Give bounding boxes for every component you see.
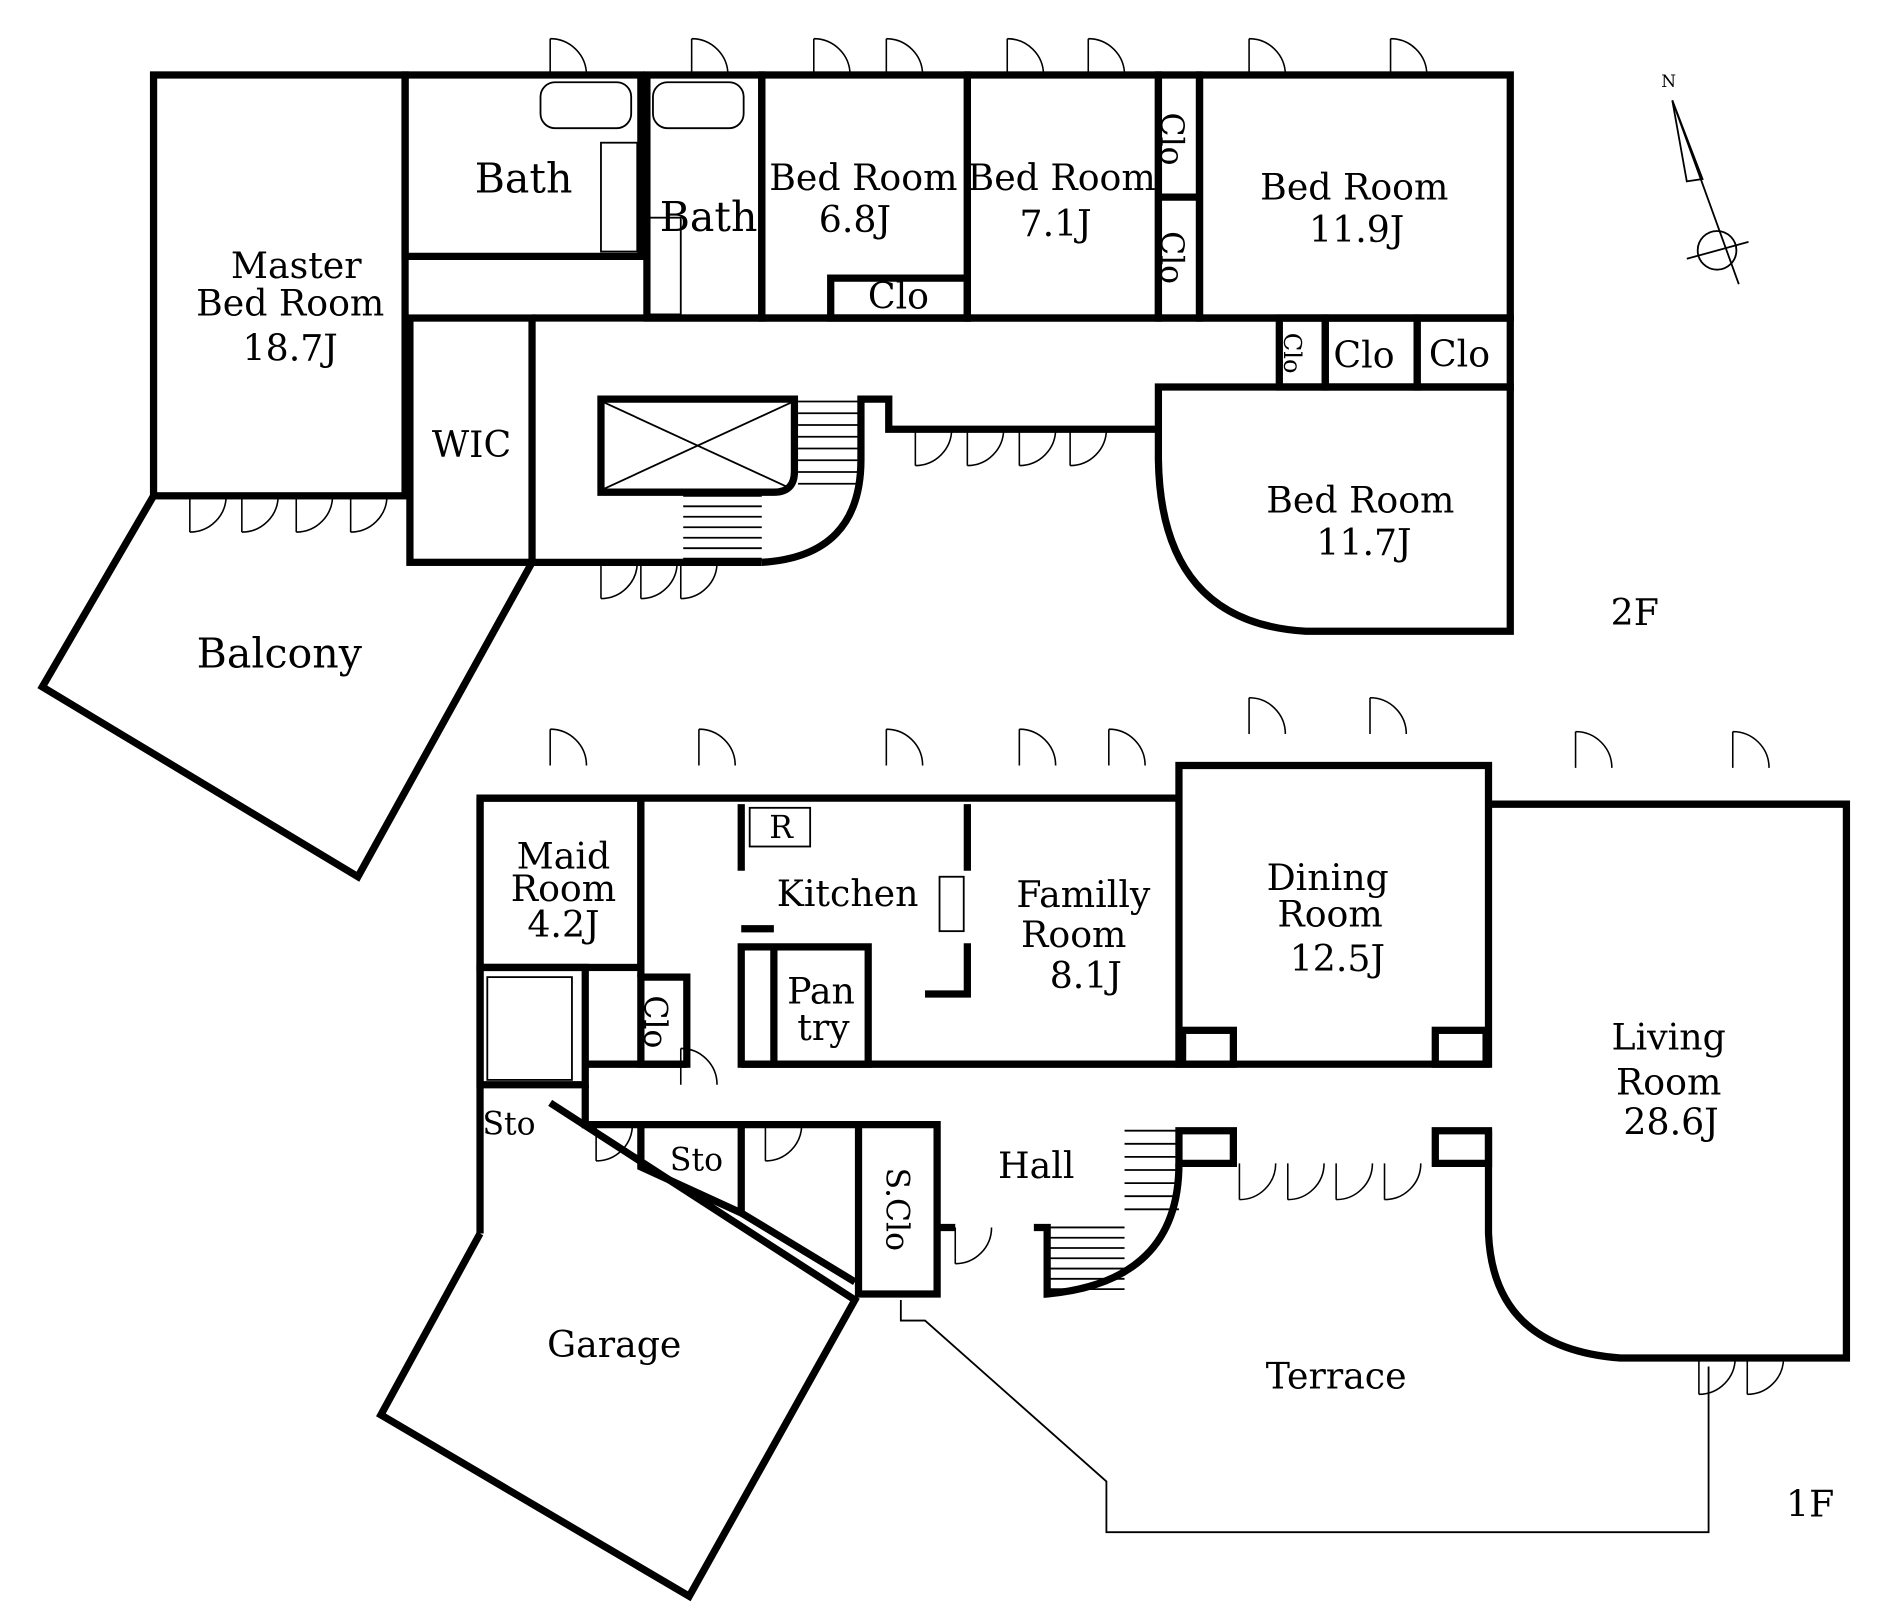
- balcony-label: Balcony: [197, 630, 363, 678]
- door-swing: [1087, 37, 1126, 75]
- sto1-label: Sto: [483, 1106, 536, 1142]
- kitchen-label: Kitchen: [777, 872, 919, 915]
- bath2-label: Bath: [660, 193, 758, 241]
- door-swing: [1108, 728, 1146, 766]
- door-swing: [954, 1227, 993, 1265]
- door-swing: [1018, 728, 1057, 766]
- bath1-label: Bath: [475, 154, 573, 202]
- door-swing: [966, 429, 1005, 467]
- compass-north-label: N: [1661, 71, 1676, 91]
- family-line1: Familly: [1016, 873, 1151, 916]
- clo3-label: Clo: [1153, 231, 1189, 284]
- fridge-label: R: [769, 810, 794, 846]
- door-swing: [1248, 37, 1287, 75]
- bed3-name: Bed Room: [1260, 166, 1448, 209]
- maid-line1: Maid: [517, 834, 611, 877]
- door-swing: [349, 495, 388, 533]
- clo2-label: Clo: [1153, 113, 1189, 166]
- north-compass: N: [1661, 71, 1749, 285]
- door-swing: [241, 495, 279, 533]
- clo4-label: Clo: [1278, 333, 1306, 374]
- door-swing: [885, 728, 924, 766]
- floor-label-1f: 1F: [1786, 1482, 1834, 1525]
- door-swing: [640, 562, 678, 600]
- door-swing: [690, 37, 729, 75]
- door-swing: [1006, 37, 1045, 75]
- clo6-label: Clo: [1429, 332, 1490, 375]
- door-swing: [1069, 429, 1108, 467]
- door-swing: [549, 728, 588, 766]
- door-swing: [600, 562, 639, 600]
- door-swing: [679, 1047, 718, 1085]
- family-line2: Room: [1021, 913, 1126, 956]
- door-swing: [1574, 730, 1613, 768]
- door-swing: [1698, 1358, 1736, 1396]
- door-swing: [295, 495, 334, 533]
- staircase-1f: [1049, 1129, 1179, 1291]
- bed2-name: Bed Room: [968, 156, 1156, 199]
- door-swing: [1389, 37, 1428, 75]
- family-size: 8.1J: [1050, 954, 1122, 997]
- master-line1: Master: [231, 244, 362, 287]
- clo5-label: Clo: [1333, 334, 1394, 377]
- door-swing: [1248, 696, 1287, 735]
- clo1-label: Clo: [868, 274, 929, 317]
- door-swing: [1335, 1163, 1374, 1201]
- sto2-label: Sto: [670, 1143, 723, 1179]
- pantry-line1: Pan: [787, 970, 855, 1013]
- dining-line1: Dining: [1267, 856, 1389, 899]
- living-line1: Living: [1612, 1016, 1726, 1059]
- master-line2: Bed Room: [196, 282, 384, 325]
- dining-line2: Room: [1277, 892, 1382, 935]
- pantry-line2: try: [797, 1006, 850, 1049]
- living-size: 28.6J: [1623, 1100, 1718, 1143]
- door-swing: [885, 37, 924, 75]
- terrace-label: Terrace: [1266, 1354, 1407, 1397]
- master-size: 18.7J: [243, 326, 338, 369]
- door-swing: [698, 728, 736, 766]
- door-swing: [1746, 1358, 1785, 1396]
- second-floor-labels: Master Bed Room 18.7J Bath Bath Bed Room…: [196, 113, 1659, 678]
- hall-label: Hall: [998, 1144, 1074, 1187]
- bed4-name: Bed Room: [1266, 479, 1454, 522]
- floor-label-2f: 2F: [1611, 591, 1659, 634]
- door-swing: [1238, 1163, 1277, 1201]
- door-swing: [914, 429, 953, 467]
- garage-label: Garage: [547, 1323, 681, 1366]
- dining-size: 12.5J: [1290, 937, 1385, 980]
- doors: [189, 37, 1785, 1396]
- door-swing: [1369, 696, 1408, 735]
- living-line2: Room: [1616, 1060, 1721, 1103]
- bed1-size: 6.8J: [819, 198, 891, 241]
- door-swing: [549, 37, 588, 75]
- bed2-size: 7.1J: [1020, 202, 1092, 245]
- door-swing: [189, 495, 227, 533]
- clo-label: Clo: [636, 995, 672, 1048]
- door-swing: [595, 1124, 634, 1162]
- first-floor-walls: [376, 761, 1851, 1602]
- door-swing: [764, 1124, 803, 1162]
- door-swing: [1286, 1163, 1325, 1201]
- sclo-label: S.Clo: [878, 1168, 914, 1251]
- door-swing: [1383, 1163, 1422, 1201]
- bed4-size: 11.7J: [1316, 521, 1411, 564]
- first-floor-labels: Maid Room 4.2J Kitchen R Pan try Familly…: [483, 810, 1835, 1525]
- bed3-size: 11.9J: [1309, 208, 1404, 251]
- bed1-name: Bed Room: [769, 156, 957, 199]
- maid-line2: Room: [511, 867, 616, 910]
- maid-size: 4.2J: [527, 903, 599, 946]
- door-swing: [812, 37, 851, 75]
- door-swing: [1018, 429, 1057, 467]
- door-swing: [1731, 730, 1770, 768]
- second-floor-walls: [37, 71, 1514, 882]
- staircase-2f: [683, 400, 859, 560]
- door-swing: [679, 562, 718, 600]
- wic-label: WIC: [432, 423, 511, 466]
